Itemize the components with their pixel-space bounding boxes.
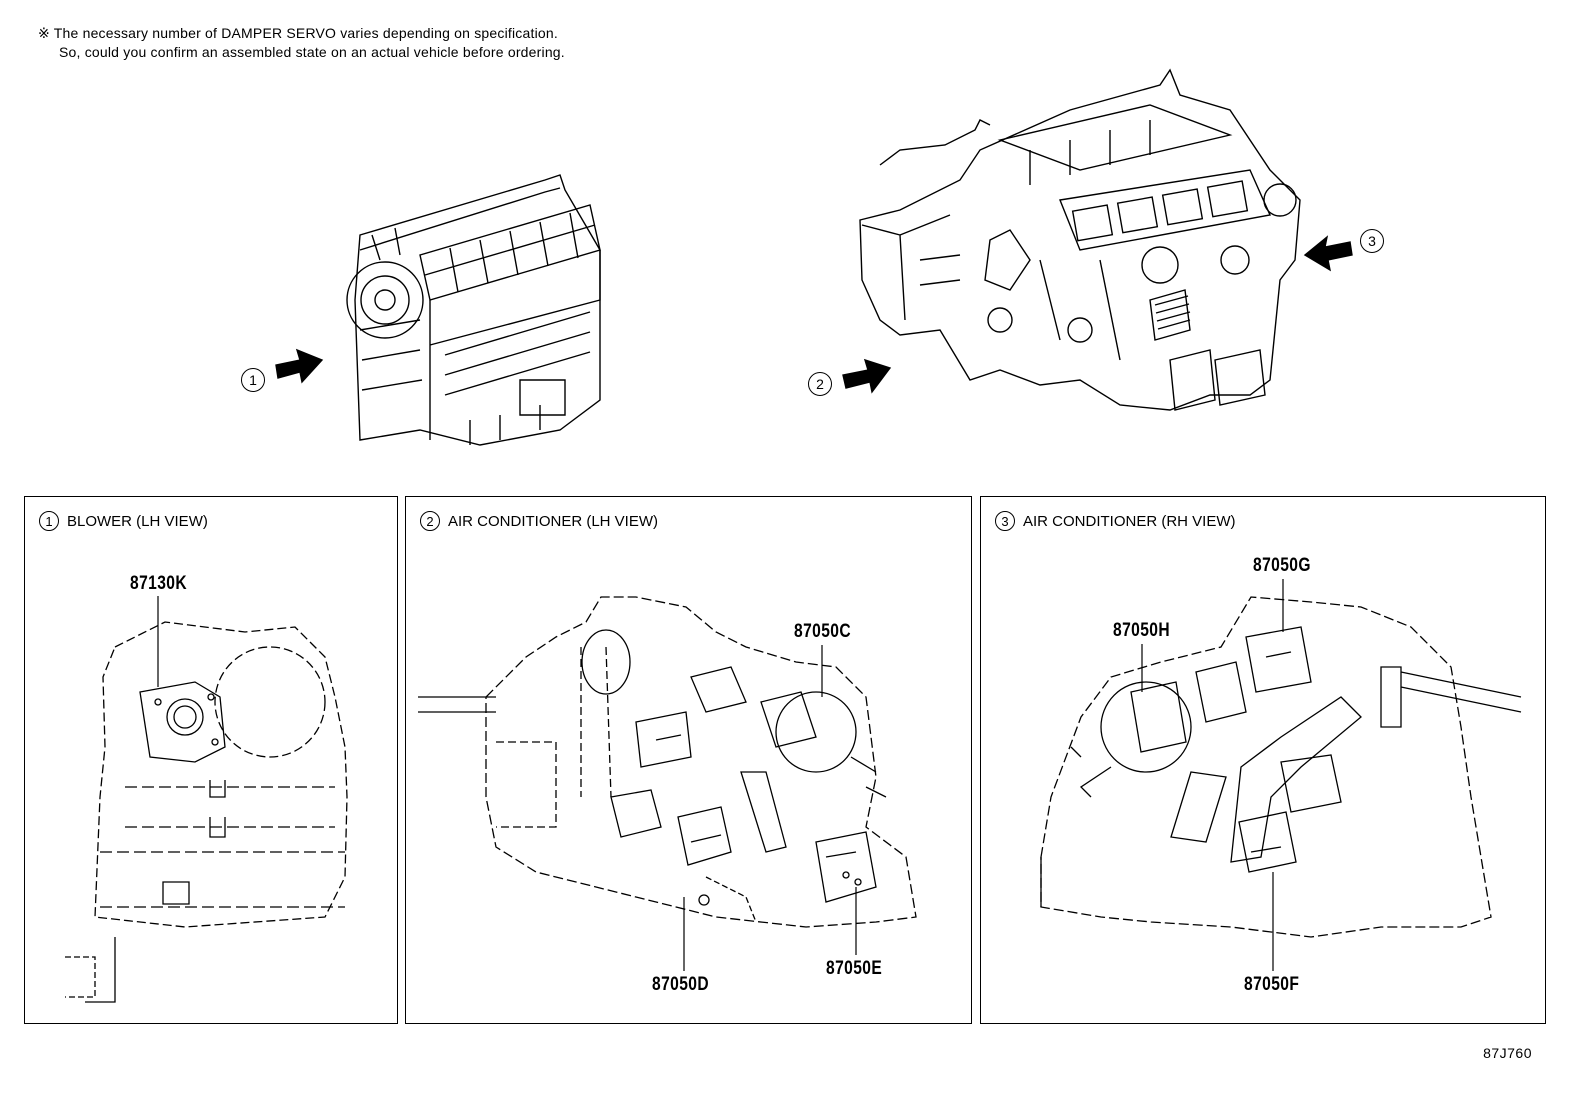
callout-3: 3	[1360, 229, 1384, 253]
blower-detail-drawing	[25, 497, 397, 1023]
arrow-2-icon	[843, 360, 890, 392]
ac-lh-leader-lines	[406, 497, 971, 1023]
part-87050F-label[interactable]: 87050F	[1244, 974, 1300, 995]
specification-note: ※ The necessary number of DAMPER SERVO v…	[38, 24, 565, 62]
panel-3-title: AIR CONDITIONER (RH VIEW)	[1023, 512, 1236, 530]
panel-2-heading: 2 AIR CONDITIONER (LH VIEW)	[420, 511, 658, 531]
air-conditioner-unit-illustration	[860, 70, 1300, 410]
note-line-2: So, could you confirm an assembled state…	[59, 44, 565, 60]
panel-3-heading: 3 AIR CONDITIONER (RH VIEW)	[995, 511, 1236, 531]
part-87130K-label[interactable]: 87130K	[130, 573, 188, 594]
ac-rh-detail-drawing	[981, 497, 1545, 1023]
arrow-3-icon	[1305, 237, 1352, 270]
overview-drawing	[0, 0, 1592, 490]
panel-2-number: 2	[420, 511, 440, 531]
panel-air-conditioner-rh-view: 3 AIR CONDITIONER (RH VIEW) 87050G 87050…	[980, 496, 1546, 1024]
part-87050C-label[interactable]: 87050C	[794, 621, 852, 642]
panel-air-conditioner-lh-view: 2 AIR CONDITIONER (LH VIEW) 87050C 87050…	[405, 496, 972, 1024]
part-87050E-label[interactable]: 87050E	[826, 958, 883, 979]
ac-lh-detail-drawing	[406, 497, 971, 1023]
panel-1-number: 1	[39, 511, 59, 531]
panel-2-title: AIR CONDITIONER (LH VIEW)	[448, 512, 659, 530]
reference-code: 87J760	[1483, 1045, 1532, 1061]
callout-2: 2	[808, 372, 832, 396]
panel-1-title: BLOWER (LH VIEW)	[67, 512, 208, 530]
panel-3-number: 3	[995, 511, 1015, 531]
part-87050H-label[interactable]: 87050H	[1113, 620, 1171, 641]
87130K-leader-line	[25, 497, 397, 1023]
part-87050D-label[interactable]: 87050D	[652, 974, 710, 995]
panel-blower-lh-view: 1 BLOWER (LH VIEW) 87130K	[24, 496, 398, 1024]
panel-1-heading: 1 BLOWER (LH VIEW)	[39, 511, 208, 531]
part-87050G-label[interactable]: 87050G	[1253, 555, 1311, 576]
note-line-1: ※ The necessary number of DAMPER SERVO v…	[38, 25, 558, 41]
blower-unit-illustration	[347, 175, 600, 445]
arrow-1-icon	[276, 350, 322, 382]
callout-1: 1	[241, 368, 265, 392]
ac-rh-leader-lines	[981, 497, 1545, 1023]
